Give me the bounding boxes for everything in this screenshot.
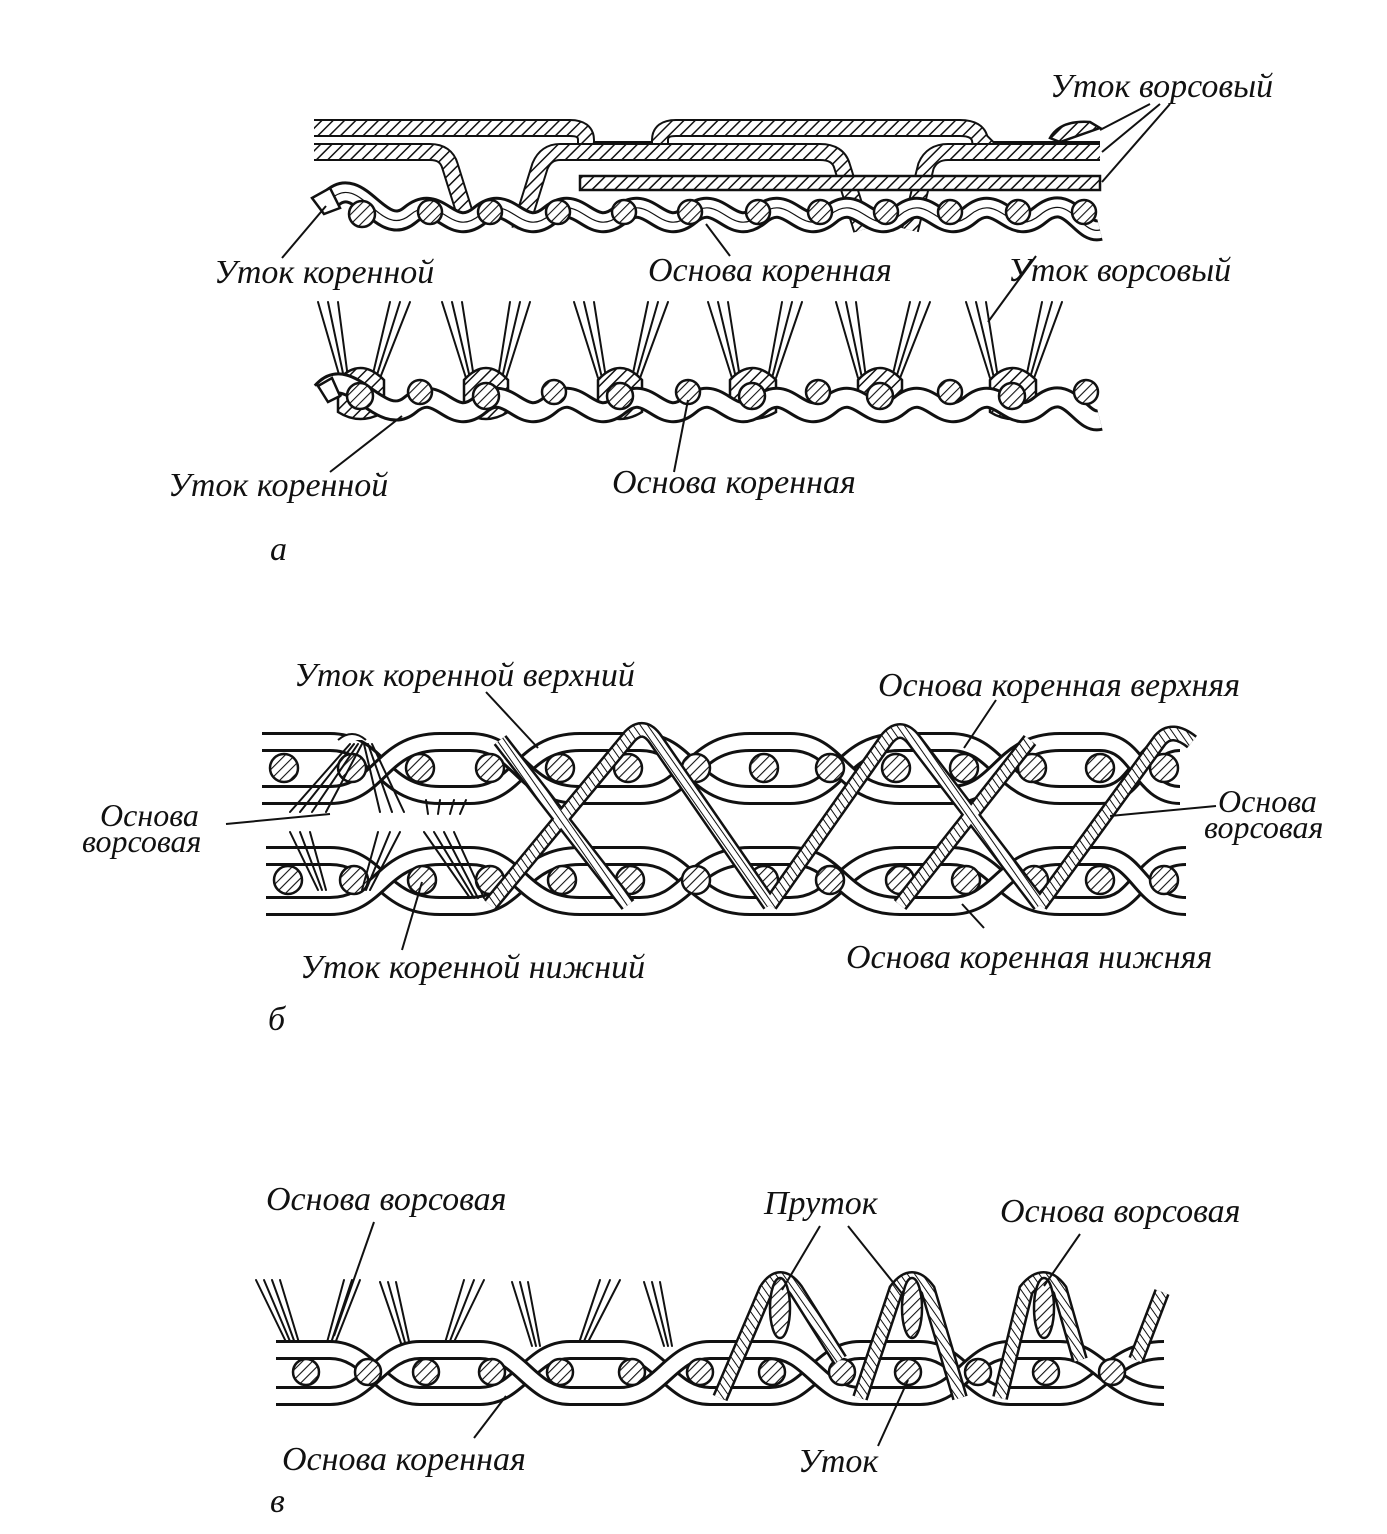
ground-weft-circles-a2 (345, 378, 1100, 411)
pile-tufts-c (255, 1279, 673, 1347)
label-ground-weft-a1: Уток коренной (214, 254, 434, 291)
label-ground-warp-a2: Основа коренная (612, 464, 856, 501)
label-pile-warp-right-1: Основа (1218, 783, 1317, 819)
label-ground-weft-upper: Уток коренной верхний (294, 657, 635, 694)
label-ground-warp-c: Основа коренная (282, 1441, 526, 1478)
pile-loops-rods (712, 1271, 1170, 1402)
label-rod: Пруток (763, 1185, 879, 1222)
panel-letter-b: б (268, 1001, 287, 1038)
label-ground-warp-lower: Основа коренная нижняя (846, 939, 1212, 976)
label-ground-weft-lower: Уток коренной нижний (300, 949, 645, 986)
label-pile-weft-a1: Уток ворсовый (1008, 252, 1231, 289)
ground-warp-upper (262, 732, 1182, 805)
leaders-a (281, 103, 1171, 473)
ground-weft-circles-a1 (347, 198, 1098, 229)
leaders-c (333, 1221, 1081, 1447)
pile-warp-strands (289, 722, 1197, 911)
label-pile-warp-left-2: ворсовая (82, 823, 201, 859)
ground-weft-upper-circles (268, 752, 1180, 784)
panel-letter-a: а (270, 531, 287, 568)
ground-warp-wave-a2 (313, 372, 1103, 432)
label-ground-warp-upper: Основа коренная верхняя (878, 667, 1240, 704)
label-weft-c: Уток (798, 1443, 879, 1480)
panel-a: Уток ворсовый Уток коренной Основа корен… (168, 68, 1273, 568)
label-pile-weft-top: Уток ворсовый (1050, 68, 1273, 105)
label-pile-warp-c-left: Основа ворсовая (266, 1181, 506, 1218)
weft-circles-c (291, 1357, 1127, 1387)
pile-weft-bands (314, 119, 1103, 233)
label-ground-warp-a1: Основа коренная (648, 252, 892, 289)
label-ground-weft-a2: Уток коренной (168, 467, 388, 504)
label-pile-warp-c-right: Основа ворсовая (1000, 1193, 1240, 1230)
ground-warp-wave-a1 (322, 181, 1103, 242)
panel-letter-c: в (270, 1483, 285, 1520)
ground-weft-lower-circles (272, 864, 1180, 896)
leaders-b (225, 691, 1217, 951)
label-pile-warp-left-1: Основа (100, 797, 199, 833)
label-pile-warp-right-2: ворсовая (1204, 809, 1323, 845)
panel-c: Основа ворсовая Пруток Основа ворсовая О… (255, 1181, 1240, 1520)
panel-b: Уток коренной верхний Основа коренная ве… (82, 657, 1323, 1038)
